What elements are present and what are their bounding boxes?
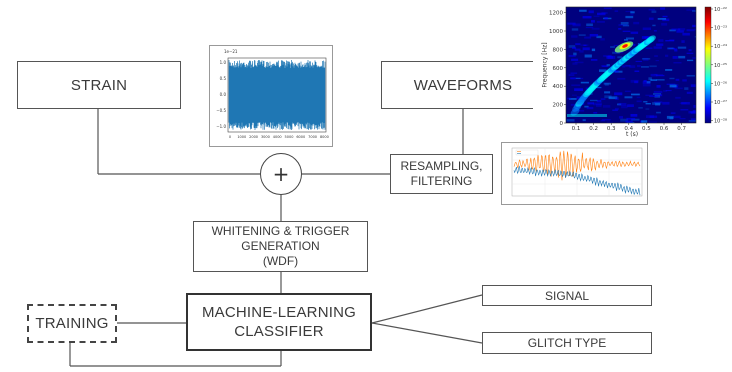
strain-xtick-label: 3000 (261, 135, 270, 139)
resampling-label-line1: RESAMPLING, (400, 159, 483, 173)
spectrogram-ytick-label: 800 (553, 47, 564, 53)
strain-xtick-label: 5000 (285, 135, 294, 139)
resampling-label-line2: FILTERING (410, 174, 473, 188)
waveform-legend (515, 149, 539, 156)
colorbar-tick-label: 10⁻²² (714, 7, 727, 13)
strain-corner-label: 1e−21 (224, 49, 238, 54)
strain-xtick-label: 8000 (320, 135, 329, 139)
waveform-plot-svg (511, 147, 643, 197)
strain-label: STRAIN (70, 76, 128, 94)
spectrogram-ytick-label: 200 (553, 103, 564, 109)
spectrogram-ytick-label: 1200 (549, 11, 563, 17)
strain-ytick-label: 0.5 (220, 76, 227, 81)
whitening-label-line2: GENERATION (241, 239, 320, 253)
waveforms-box: WAVEFORMS (381, 61, 545, 109)
glitch-type-label: GLITCH TYPE (527, 336, 607, 350)
spectrogram-ylabel: Frequency [Hz] (541, 42, 549, 88)
spectrogram-xtick-label: 0.5 (642, 126, 651, 132)
spectrogram-colorbar (704, 6, 712, 124)
strain-box: STRAIN (17, 61, 181, 109)
colorbar-tick-label: 10⁻²³ (714, 26, 727, 32)
classifier-box: MACHINE-LEARNING CLASSIFIER (186, 293, 372, 351)
spectrogram-xtick-label: 0.7 (677, 126, 686, 132)
waveform-trace-blue (513, 165, 641, 196)
strain-xtick-label: 4000 (273, 135, 282, 139)
signal-label: SIGNAL (544, 288, 589, 303)
strain-xtick-label: 0 (229, 135, 231, 139)
strain-xtick-label: 7000 (308, 135, 317, 139)
colorbar-tick-label: 10⁻²⁷ (714, 100, 727, 106)
strain-ytick-label: −0.5 (216, 108, 226, 113)
spectrogram-xlabel: t (s) (626, 131, 639, 138)
spectrogram-xtick-label: 0.6 (660, 126, 669, 132)
waveform-trace-orange (513, 150, 641, 181)
whitening-label-line1: WHITENING & TRIGGER (211, 224, 350, 238)
spectrogram-ytick-label: 1000 (549, 29, 563, 35)
spectrogram-ytick-label: 600 (553, 66, 564, 72)
classifier-label-line2: CLASSIFIER (234, 323, 324, 340)
spectrogram-xtick-label: 0.4 (624, 126, 633, 132)
strain-ytick-label: −1.0 (216, 124, 226, 129)
sum-symbol: + (272, 162, 290, 186)
spectrogram-ytick-label: 400 (553, 84, 564, 90)
waveforms-label: WAVEFORMS (413, 76, 513, 94)
sum-node: + (260, 153, 302, 195)
strain-trace (228, 60, 326, 130)
spectrogram-ytick-label: 0 (560, 121, 564, 127)
waveform-plot-thumbnail (501, 142, 648, 205)
resampling-box: RESAMPLING, FILTERING (390, 154, 493, 194)
strain-xtick-label: 6000 (296, 135, 305, 139)
colorbar-tick-label: 10⁻²⁶ (714, 81, 727, 87)
whitening-box: WHITENING & TRIGGER GENERATION (WDF) (193, 221, 368, 272)
classifier-glitch-line (371, 322, 483, 344)
strain-ytick-label: 0.0 (220, 92, 227, 97)
training-label: TRAINING (35, 315, 109, 332)
training-box: TRAINING (27, 304, 117, 343)
spectrogram-xtick-label: 0.2 (589, 126, 598, 132)
colorbar-tick-label: 10⁻²⁵ (714, 63, 727, 69)
spectrogram-xtick-label: 0.3 (607, 126, 616, 132)
classifier-label-line1: MACHINE-LEARNING (201, 304, 357, 321)
colorbar-tick-label: 10⁻²⁴ (714, 44, 727, 50)
strain-xtick-label: 1000 (237, 135, 246, 139)
spectrogram-plot: 0 200 400 600 800 1000 1200 0.1 0.2 0.3 0.4 0.5 0.6… (533, 0, 732, 138)
strain-xtick-label: 2000 (249, 135, 258, 139)
colorbar-tick-label: 10⁻²⁸ (714, 119, 727, 125)
classifier-signal-line (371, 294, 483, 324)
glitch-type-box: GLITCH TYPE (482, 332, 652, 354)
spectrogram-svg: 0 200 400 600 800 1000 1200 0.1 0.2 0.3 0.4 0.5 0.6… (549, 6, 727, 132)
signal-box: SIGNAL (482, 285, 652, 306)
whitening-label-line3: (WDF) (262, 254, 299, 268)
spectrogram-xtick-label: 0.1 (572, 126, 581, 132)
strain-ytick-label: 1.0 (220, 60, 227, 65)
